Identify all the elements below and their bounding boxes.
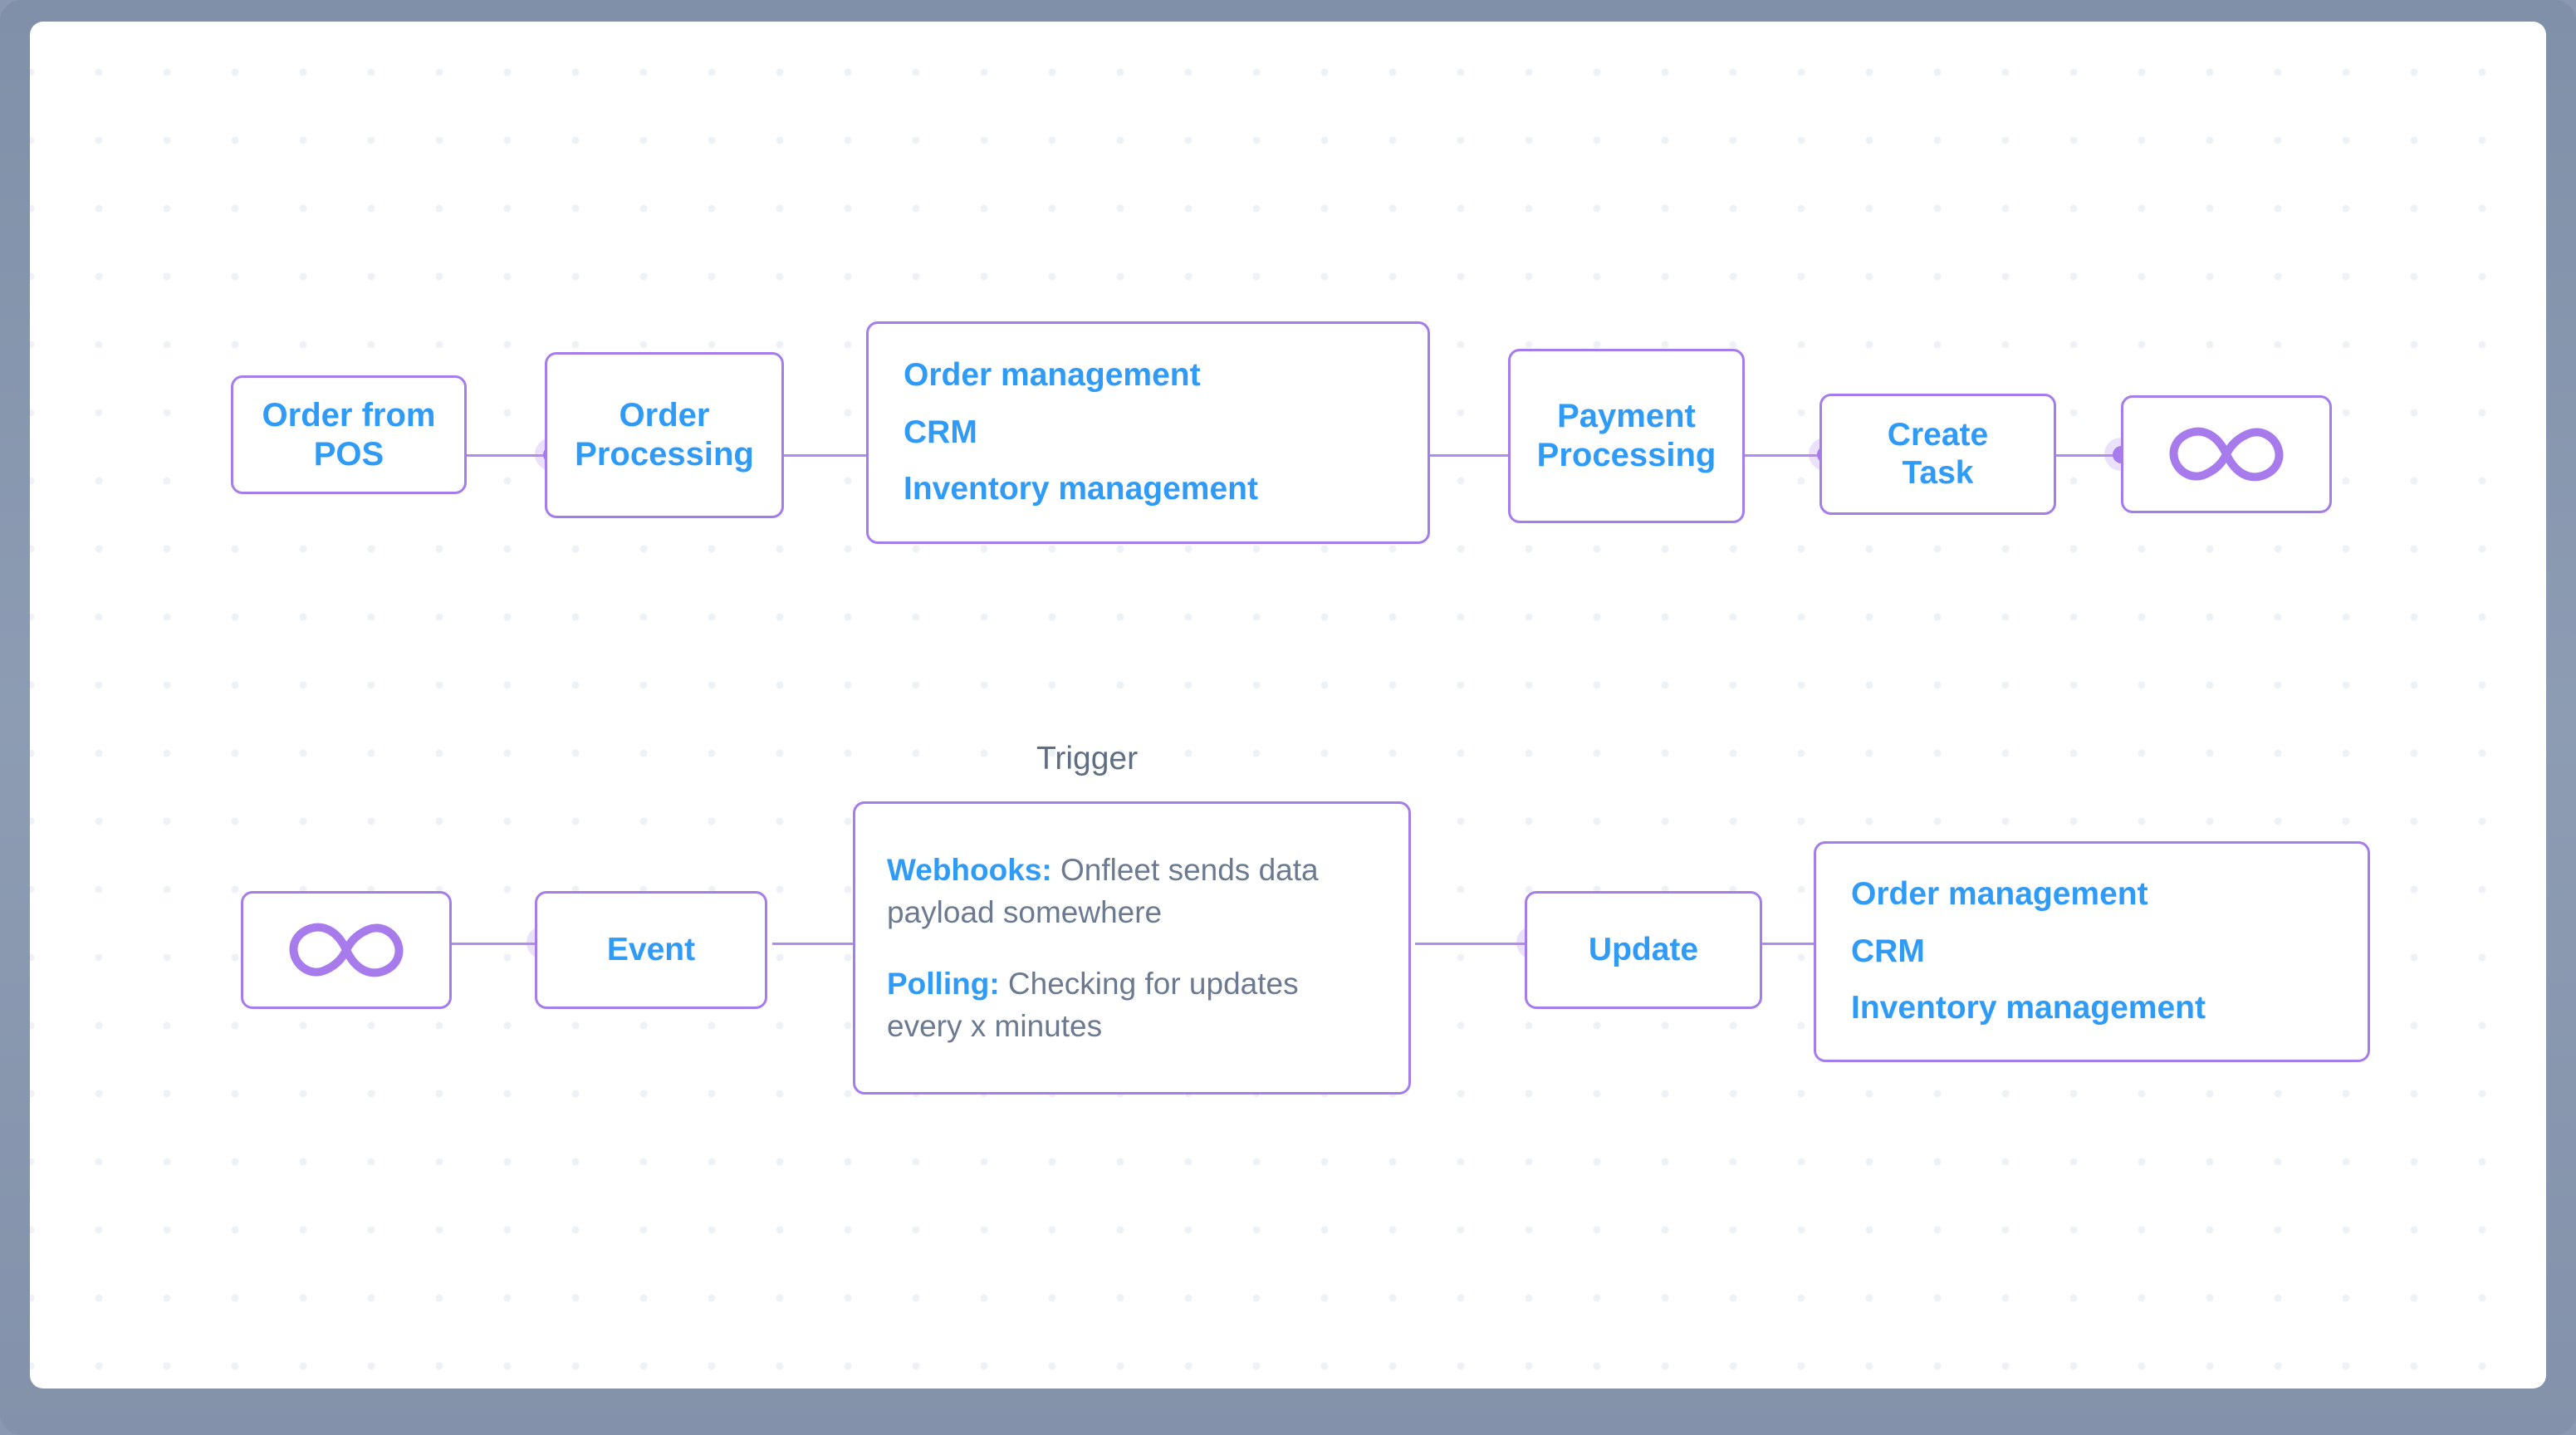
node-onfleet-infinity-top[interactable] — [2121, 395, 2332, 513]
node-update-label: Update — [1588, 932, 1699, 968]
node-order-from-pos-label: Order from POS — [262, 396, 436, 473]
trigger-term-polling: Polling: — [887, 966, 1000, 1001]
trigger-term-webhooks: Webhooks: — [887, 853, 1052, 888]
edge-processing-to-systems — [777, 454, 899, 457]
edge-event-to-trigger — [772, 943, 884, 945]
edge-pos-to-processing — [452, 454, 551, 457]
node-event-label: Event — [606, 932, 696, 968]
node-payment-processing-label: Payment Processing — [1536, 398, 1717, 473]
node-payment-processing[interactable]: Payment Processing — [1508, 349, 1745, 523]
node-systems-list-top[interactable]: Order management CRM Inventory managemen… — [866, 321, 1430, 544]
diagram-canvas: Order from POS Order Processing Order ma… — [30, 22, 2546, 1388]
node-create-task[interactable]: Create Task — [1819, 394, 2056, 515]
edge-systems-to-payment — [1423, 454, 1541, 457]
list-item: Inventory management — [904, 471, 1258, 507]
trigger-text-webhooks: Onfleet sends data payload somewhere — [887, 853, 1319, 930]
node-order-processing-label: Order Processing — [575, 397, 754, 473]
edge-payment-to-createtask — [1709, 454, 1825, 457]
node-order-processing[interactable]: Order Processing — [545, 352, 784, 518]
node-event[interactable]: Event — [535, 891, 767, 1009]
edge-update-to-systems — [1729, 943, 1834, 945]
infinity-icon — [2164, 423, 2289, 486]
node-systems-list-bottom[interactable]: Order management CRM Inventory managemen… — [1814, 841, 2370, 1062]
edge-infinity-to-event — [443, 943, 545, 945]
node-order-from-pos[interactable]: Order from POS — [231, 375, 467, 494]
edge-trigger-to-update — [1415, 943, 1533, 945]
list-item: Order management — [1851, 875, 2148, 912]
trigger-text-polling: Checking for updates every x minutes — [887, 966, 1299, 1043]
trigger-paragraph-polling: Polling: Checking for updates every x mi… — [887, 962, 1377, 1047]
list-item: CRM — [1851, 933, 1925, 969]
node-update[interactable]: Update — [1525, 891, 1762, 1009]
edge-createtask-to-infinity — [2005, 454, 2121, 457]
list-item: Order management — [904, 356, 1201, 393]
section-label-trigger: Trigger — [1036, 741, 1139, 776]
node-create-task-label: Create Task — [1887, 417, 1989, 491]
trigger-paragraph-webhooks: Webhooks: Onfleet sends data payload som… — [887, 849, 1377, 933]
node-trigger-details[interactable]: Webhooks: Onfleet sends data payload som… — [853, 801, 1411, 1095]
infinity-icon — [284, 918, 409, 982]
list-item: CRM — [904, 414, 977, 450]
node-onfleet-infinity-bottom[interactable] — [241, 891, 452, 1009]
list-item: Inventory management — [1851, 990, 2206, 1026]
